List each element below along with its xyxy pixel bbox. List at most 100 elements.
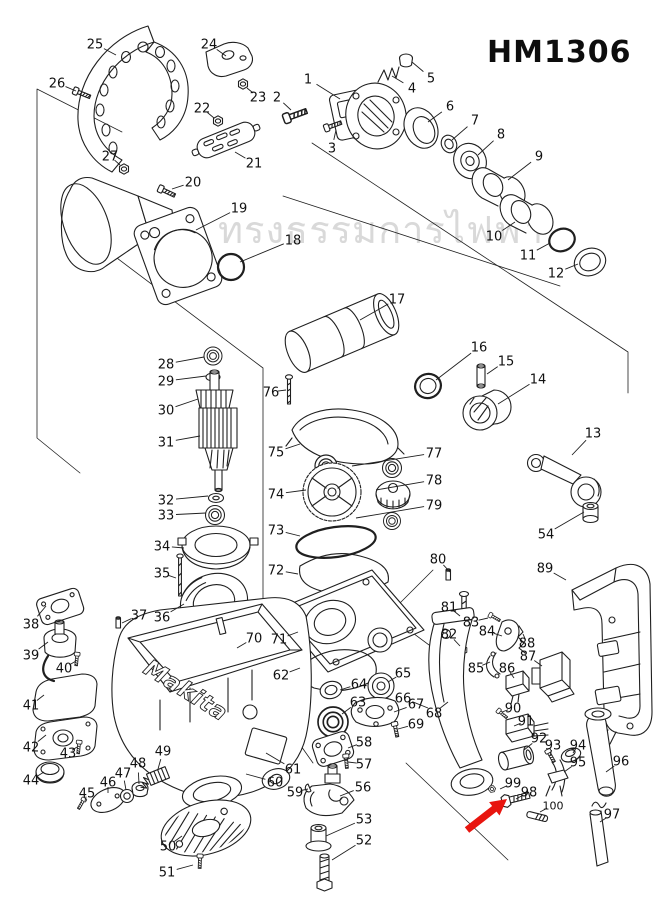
part-label-9: 9 [535,150,543,165]
part-label-27: 27 [102,150,119,165]
part-label-4: 4 [408,82,416,97]
leader-line-56 [339,790,354,797]
part-label-76: 76 [263,386,280,401]
part-label-35: 35 [154,567,171,582]
part-label-7: 7 [471,114,479,129]
crankshaft-56-drawing [303,763,355,817]
part-label-34: 34 [154,540,171,555]
leader-line-86 [509,672,515,679]
part-label-98: 98 [521,786,538,801]
part-label-83: 83 [463,616,480,631]
switch-block-87-drawing [531,651,575,703]
motor-housing-drawing: Makita [111,597,312,809]
part-label-15: 15 [498,355,515,370]
part-label-1: 1 [304,73,312,88]
part-label-87: 87 [520,650,537,665]
part-label-36: 36 [154,611,171,626]
leader-line-59 [300,788,309,792]
part-label-86: 86 [499,662,516,677]
part-label-46: 46 [100,776,117,791]
part-label-51: 51 [159,866,176,881]
part-label-95: 95 [570,756,587,771]
part-label-65: 65 [395,667,412,682]
cap-44-drawing [35,761,65,784]
screw-83-drawing [487,611,502,624]
part-label-79: 79 [426,499,443,514]
part-label-10: 10 [486,230,503,245]
lever-84-drawing [495,619,520,652]
part-label-25: 25 [87,38,104,53]
screw-76-drawing [284,374,294,405]
leader-line-62 [289,667,301,673]
part-label-57: 57 [356,758,373,773]
part-label-52: 52 [356,834,373,849]
leader-line-73 [285,531,301,537]
leader-line-41 [36,694,45,701]
leader-line-14 [497,383,530,405]
part-label-49: 49 [155,745,172,760]
part-label-54: 54 [538,528,555,543]
leader-line-93 [549,749,553,757]
grip-drawing [191,121,261,159]
part-label-63: 63 [350,696,367,711]
plate-67-drawing [350,696,400,728]
leader-line-69 [397,725,409,730]
leader-line-24 [216,49,227,57]
leader-line-21 [234,151,246,159]
leader-line-4 [391,75,404,84]
leader-line-91 [513,722,521,727]
o-ring-18-drawing [216,252,246,282]
leader-line-44 [36,771,45,777]
screw-40-drawing [72,651,81,667]
leader-line-63 [341,707,352,715]
part-label-94: 94 [570,739,587,754]
part-label-21: 21 [246,157,263,172]
spring-88-drawing [517,625,526,654]
part-label-31: 31 [158,436,175,451]
bolt-52-drawing [316,853,333,892]
part-label-11: 11 [520,249,537,264]
pin-100-drawing [526,811,549,823]
pin-59-drawing [304,783,312,793]
part-labels-layer: 1234567891011121314151617181920212223242… [23,38,630,881]
part-label-17: 17 [389,293,406,308]
leader-line-50 [174,835,183,842]
leader-line-13 [571,439,587,456]
part-label-59: 59 [287,786,304,801]
part-label-89: 89 [537,562,554,577]
bearing-77-drawing [381,457,403,479]
leader-line-92 [523,743,533,751]
part-label-61: 61 [285,763,302,778]
leader-line-47 [123,780,127,791]
part-label-45: 45 [79,787,96,802]
leader-line-49 [157,758,162,770]
leader-line-57 [347,761,357,764]
part-label-72: 72 [268,564,285,579]
part-label-42: 42 [23,741,40,756]
part-label-91: 91 [518,715,535,730]
switch-86-drawing [505,670,530,705]
leader-line-88 [522,633,526,640]
part-label-28: 28 [158,358,175,373]
part-label-78: 78 [426,474,443,489]
leader-line-35 [168,574,177,579]
leader-line-72 [285,571,299,575]
leader-line-82 [453,639,461,647]
leader-line-10 [502,221,516,231]
part-label-62: 62 [273,669,290,684]
leader-line-32 [175,495,209,500]
leader-line-83 [478,617,489,621]
leader-line-89 [553,572,567,581]
gasket-41-drawing [32,673,98,722]
part-label-22: 22 [194,102,211,117]
ring-12-drawing [573,247,607,277]
part-label-8: 8 [497,128,505,143]
leader-line-53 [325,822,356,837]
nut-23-drawing [237,78,249,90]
leader-line-33 [175,512,207,515]
part-label-19: 19 [231,202,248,217]
leader-line-77 [351,454,425,467]
part-label-88: 88 [519,637,536,652]
